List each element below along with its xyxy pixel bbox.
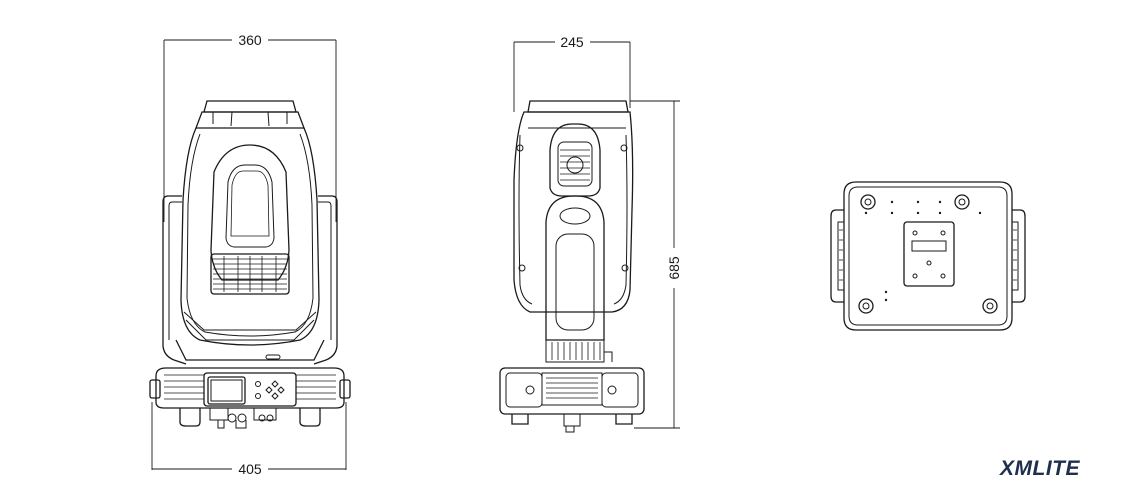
side-base — [499, 367, 645, 433]
dimension-label-245: 245 — [560, 34, 584, 50]
side-view: 245 — [499, 34, 682, 433]
xmlite-logo: XMLITE — [1000, 457, 1080, 480]
dimension-label-685: 685 — [666, 256, 682, 280]
side-yoke-arm — [545, 195, 613, 363]
dimension-front-width: 360 — [163, 32, 337, 222]
front-yoke — [162, 195, 338, 365]
dimension-side-depth: 245 — [513, 34, 631, 112]
front-head — [175, 100, 325, 361]
dimension-label-405: 405 — [238, 461, 262, 477]
bottom-view — [830, 181, 1026, 331]
dimension-label-360: 360 — [238, 32, 262, 48]
side-head — [513, 100, 634, 313]
front-base — [149, 367, 351, 429]
front-view: 360 — [149, 32, 351, 477]
dimension-height: 685 — [630, 100, 682, 429]
dimension-base-width: 405 — [151, 402, 347, 477]
